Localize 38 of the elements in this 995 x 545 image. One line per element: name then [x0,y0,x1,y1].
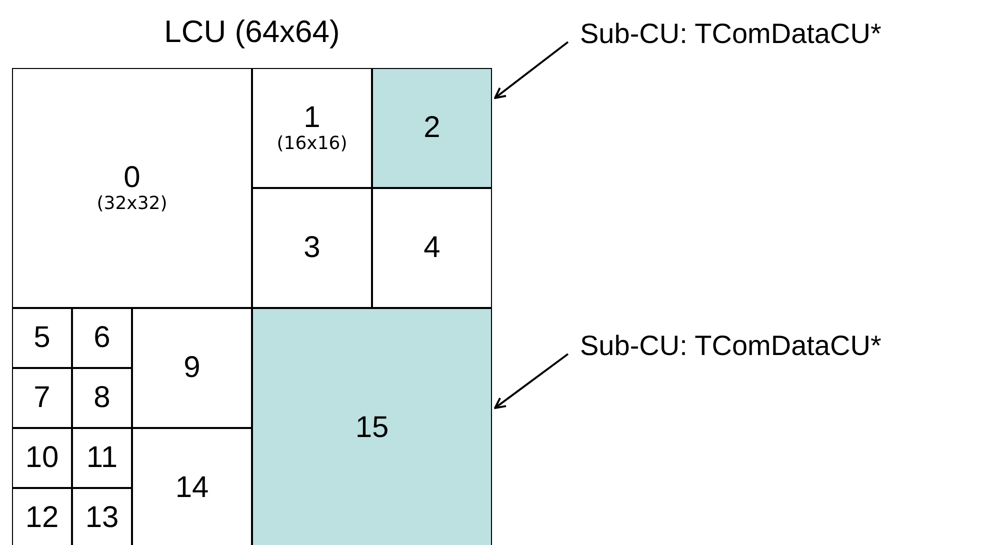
partition-block [12,488,72,545]
arrow [494,41,569,99]
block-number: 7 [34,382,50,414]
partition-block [132,308,252,428]
callout-label: Sub-CU: TComDataCU* [580,18,882,50]
partition-block [372,68,492,188]
block-number: 9 [184,352,200,384]
title: LCU (64x64) [163,14,341,50]
block-number: 3 [304,232,320,264]
partition-block [252,308,492,545]
block-number: 0 [124,162,140,194]
partition-block [252,68,372,188]
partition-block [372,188,492,308]
callout-label: Sub-CU: TComDataCU* [580,330,882,362]
partition-block [252,188,372,308]
partition-block [72,368,132,428]
arrow [494,353,569,409]
block-number: 6 [94,322,110,354]
block-number: 15 [355,412,389,444]
partition-block [72,308,132,368]
partition-block [12,368,72,428]
block-number: 12 [25,502,59,534]
partition-block [72,428,132,488]
partition-block [12,68,252,308]
block-number: 13 [85,502,119,534]
partition-block [72,488,132,545]
block-number: 8 [94,382,110,414]
block-size: (16x16) [276,134,348,154]
partition-block [12,308,72,368]
block-number: 2 [424,112,440,144]
partition-block [12,428,72,488]
block-number: 5 [34,322,50,354]
block-number: 11 [86,442,118,474]
block-size: (32x32) [96,194,168,214]
block-number: 10 [25,442,59,474]
block-number: 4 [424,232,440,264]
block-number: 14 [175,472,209,504]
block-number: 1 [304,102,320,134]
